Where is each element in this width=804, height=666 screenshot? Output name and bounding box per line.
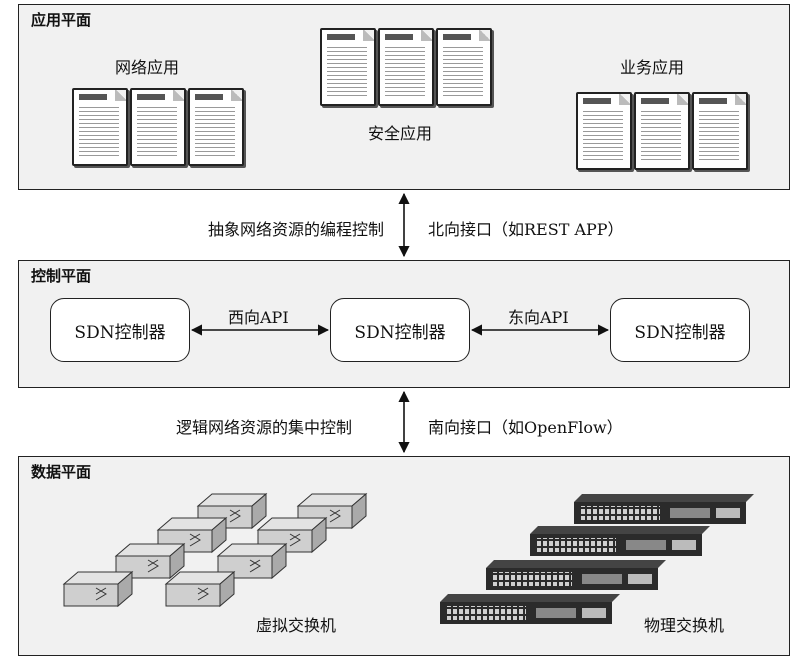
physical-switches-label: 物理交换机 [644, 616, 725, 635]
sdn-controller-east: SDN控制器 [610, 298, 750, 362]
document-icon [692, 92, 748, 170]
virtual-switch-icon [164, 570, 236, 608]
virtual-switch-icon [114, 542, 186, 580]
physical-switch-icon [574, 494, 754, 524]
document-icon [634, 92, 690, 170]
business-apps-documents [576, 92, 748, 170]
sdn-controller-west: SDN控制器 [50, 298, 190, 362]
northbound-left-label: 抽象网络资源的编程控制 [208, 220, 385, 239]
virtual-switch-group [62, 492, 368, 608]
business-apps-label: 业务应用 [620, 58, 685, 77]
northbound-right-label: 北向接口（如REST APP） [428, 220, 624, 239]
physical-switch-group [440, 494, 754, 624]
virtual-switches-label: 虚拟交换机 [256, 616, 337, 635]
document-icon [436, 28, 492, 106]
physical-switch-icon [486, 560, 666, 590]
security-apps-label: 安全应用 [368, 124, 433, 143]
document-icon [378, 28, 434, 106]
southbound-left-label: 逻辑网络资源的集中控制 [176, 418, 353, 437]
network-apps-label: 网络应用 [115, 58, 180, 77]
southbound-right-label: 南向接口（如OpenFlow） [428, 418, 623, 437]
document-icon [320, 28, 376, 106]
west-api-label: 西向API [228, 308, 289, 327]
physical-switch-icon [440, 594, 620, 624]
sdn-controller-center: SDN控制器 [330, 298, 470, 362]
application-plane-title: 应用平面 [31, 11, 92, 29]
network-apps-documents [72, 88, 244, 166]
security-apps-documents [320, 28, 492, 106]
document-icon [72, 88, 128, 166]
virtual-switch-icon [62, 570, 134, 608]
virtual-switch-icon [196, 492, 268, 530]
east-api-label: 东向API [508, 308, 569, 327]
document-icon [130, 88, 186, 166]
document-icon [188, 88, 244, 166]
physical-switch-icon [530, 526, 710, 556]
document-icon [576, 92, 632, 170]
control-plane-title: 控制平面 [31, 267, 92, 285]
data-plane-title: 数据平面 [31, 463, 92, 481]
